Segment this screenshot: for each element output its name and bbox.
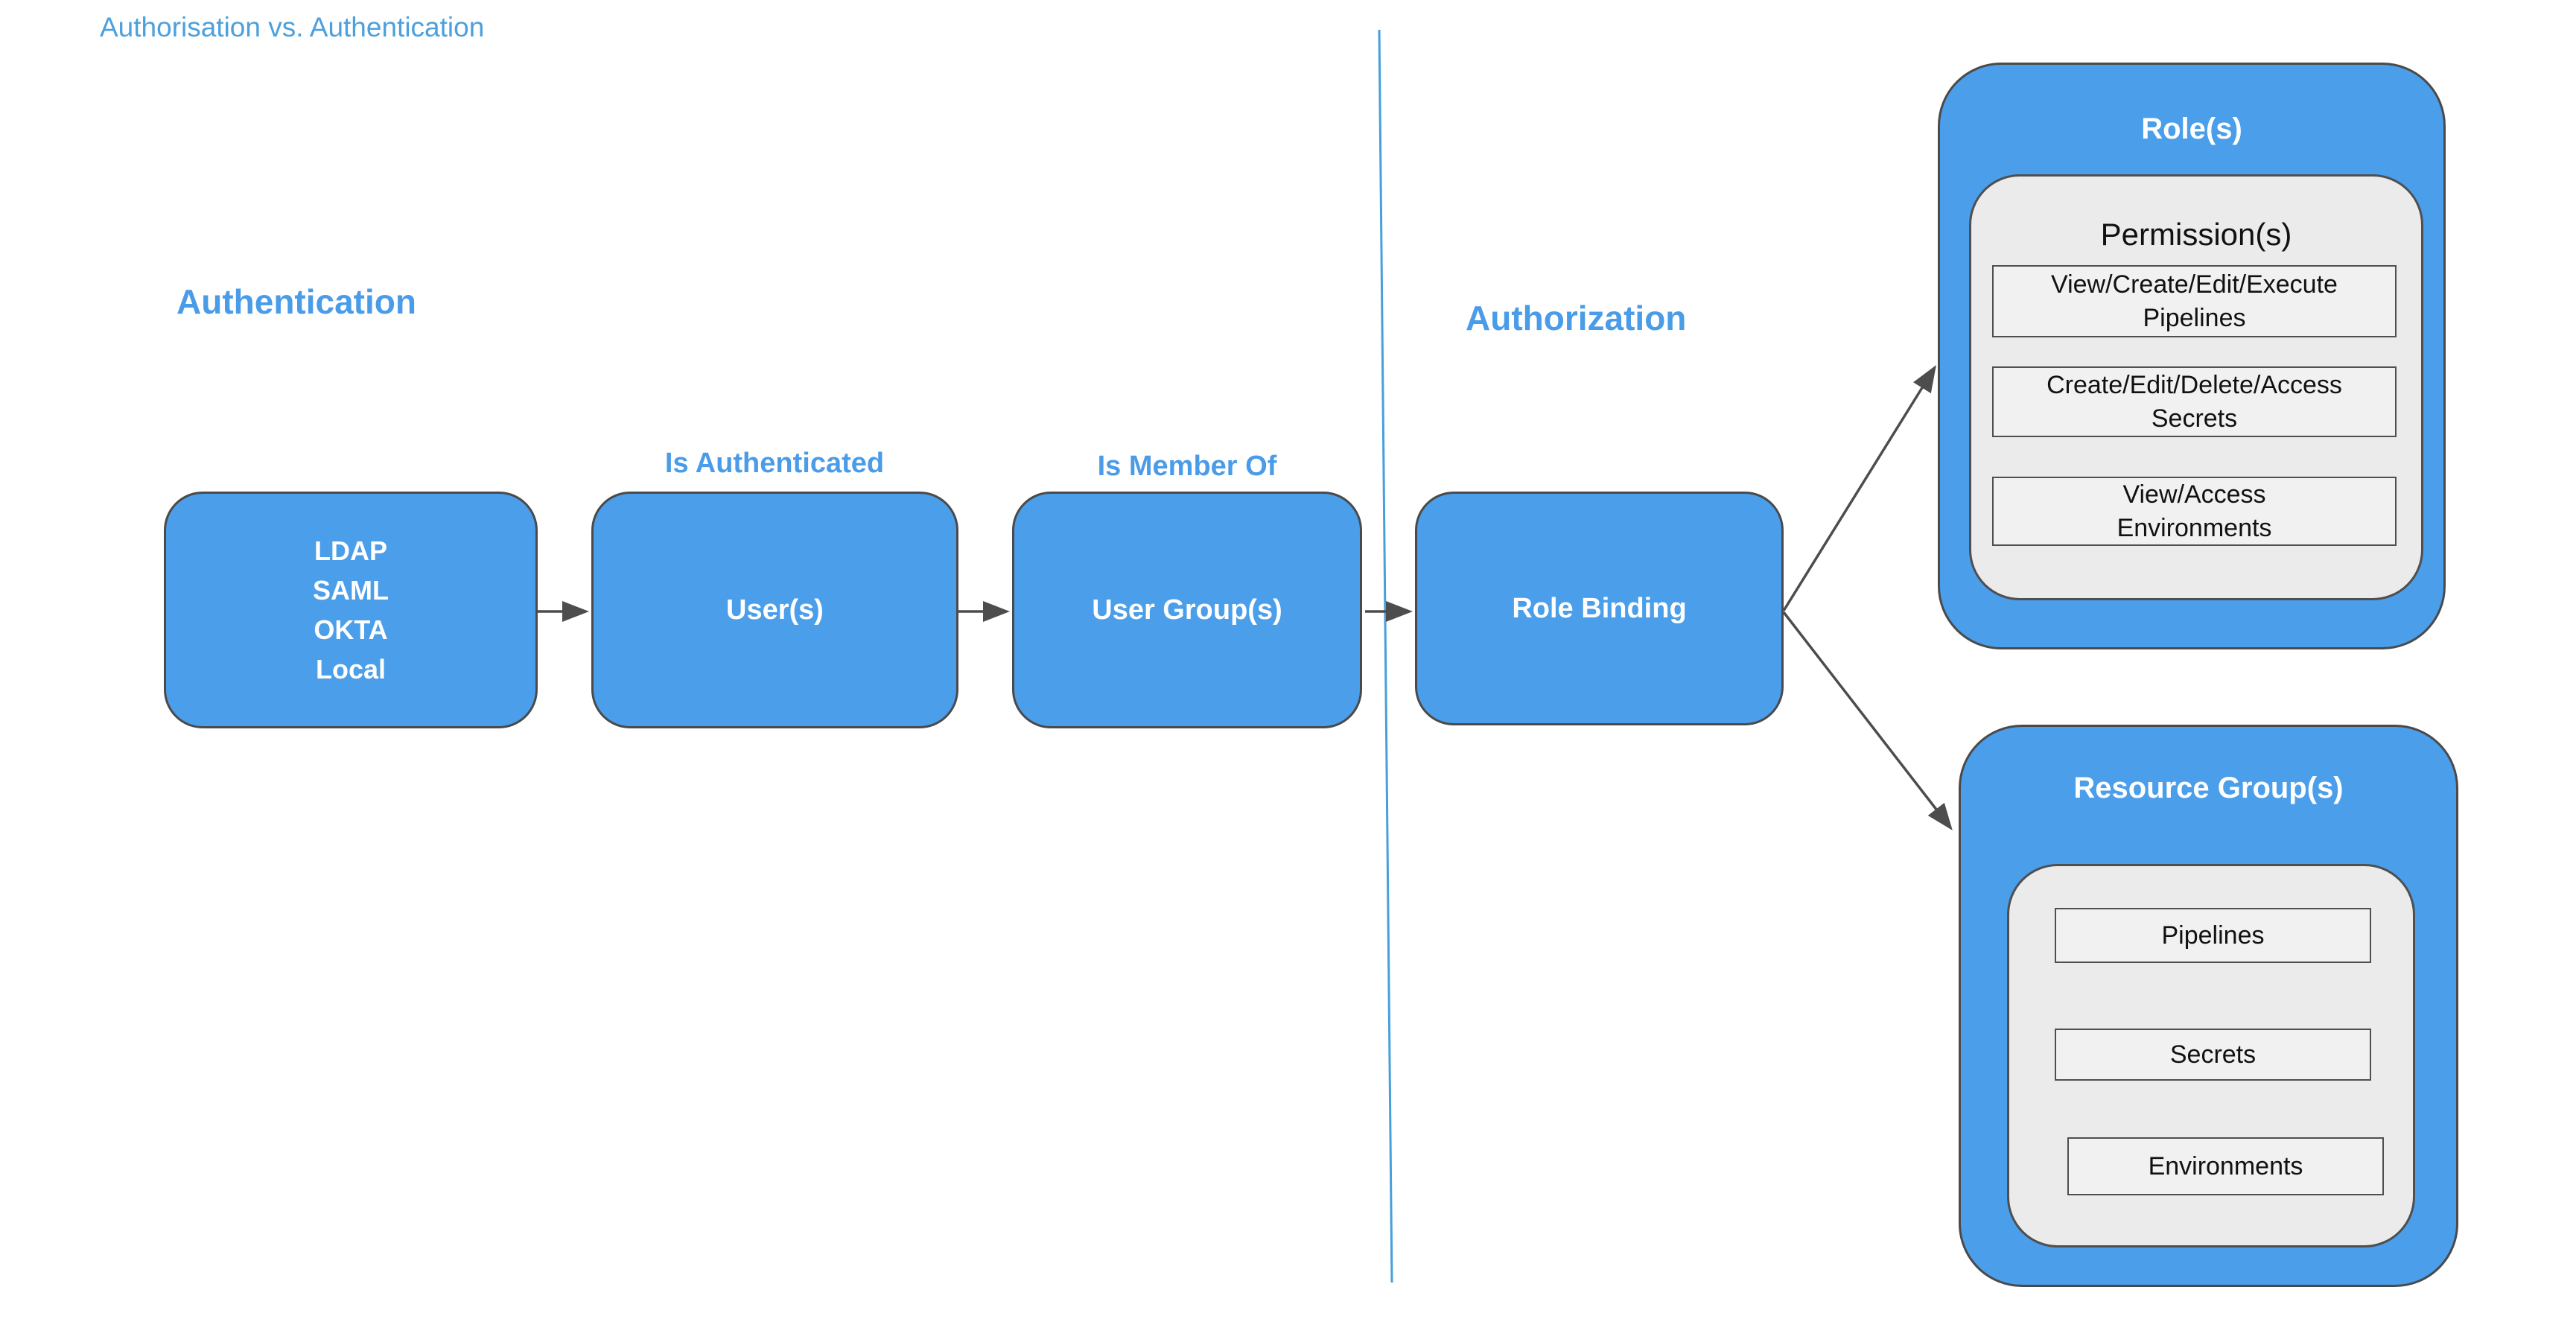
resource-item-secrets: Secrets [2055,1029,2371,1081]
resource-item-pipelines: Pipelines [2055,908,2371,963]
roles-container: Role(s) Permission(s) View/Create/Edit/E… [1938,63,2446,649]
users-label: User(s) [726,594,824,626]
permission-item-environments: View/Access Environments [1992,477,2397,546]
permission-item-pipelines: View/Create/Edit/Execute Pipelines [1992,265,2397,337]
section-divider-line [1378,29,1393,1283]
user-groups-label: User Group(s) [1092,594,1282,626]
permissions-heading: Permission(s) [2100,217,2292,252]
permissions-panel: Permission(s) View/Create/Edit/Execute P… [1969,174,2423,600]
arrow-binding-to-roles [1782,365,1936,611]
node-user-groups: User Group(s) [1012,492,1362,728]
resource-item-environments: Environments [2067,1137,2384,1195]
permission-item-secrets: Create/Edit/Delete/Access Secrets [1992,366,2397,437]
node-identity-providers: LDAP SAML OKTA Local [164,492,538,728]
identity-providers-label: LDAP SAML OKTA Local [313,535,389,684]
authorization-section-heading: Authorization [1466,299,1687,337]
edge-label-is-authenticated: Is Authenticated [664,448,885,479]
roles-title: Role(s) [2141,112,2242,145]
role-binding-label: Role Binding [1512,592,1687,624]
resource-groups-title: Resource Group(s) [2073,772,2344,804]
authentication-section-heading: Authentication [176,282,416,321]
node-users: User(s) [591,492,958,728]
node-role-binding: Role Binding [1415,492,1784,725]
resources-panel: Pipelines Secrets Environments [2007,864,2415,1248]
resource-groups-container: Resource Group(s) Pipelines Secrets Envi… [1959,725,2458,1287]
edge-label-is-member-of: Is Member Of [1097,451,1277,482]
page-title: Authorisation vs. Authentication [100,12,485,42]
arrow-binding-to-resource-groups [1782,611,1953,830]
